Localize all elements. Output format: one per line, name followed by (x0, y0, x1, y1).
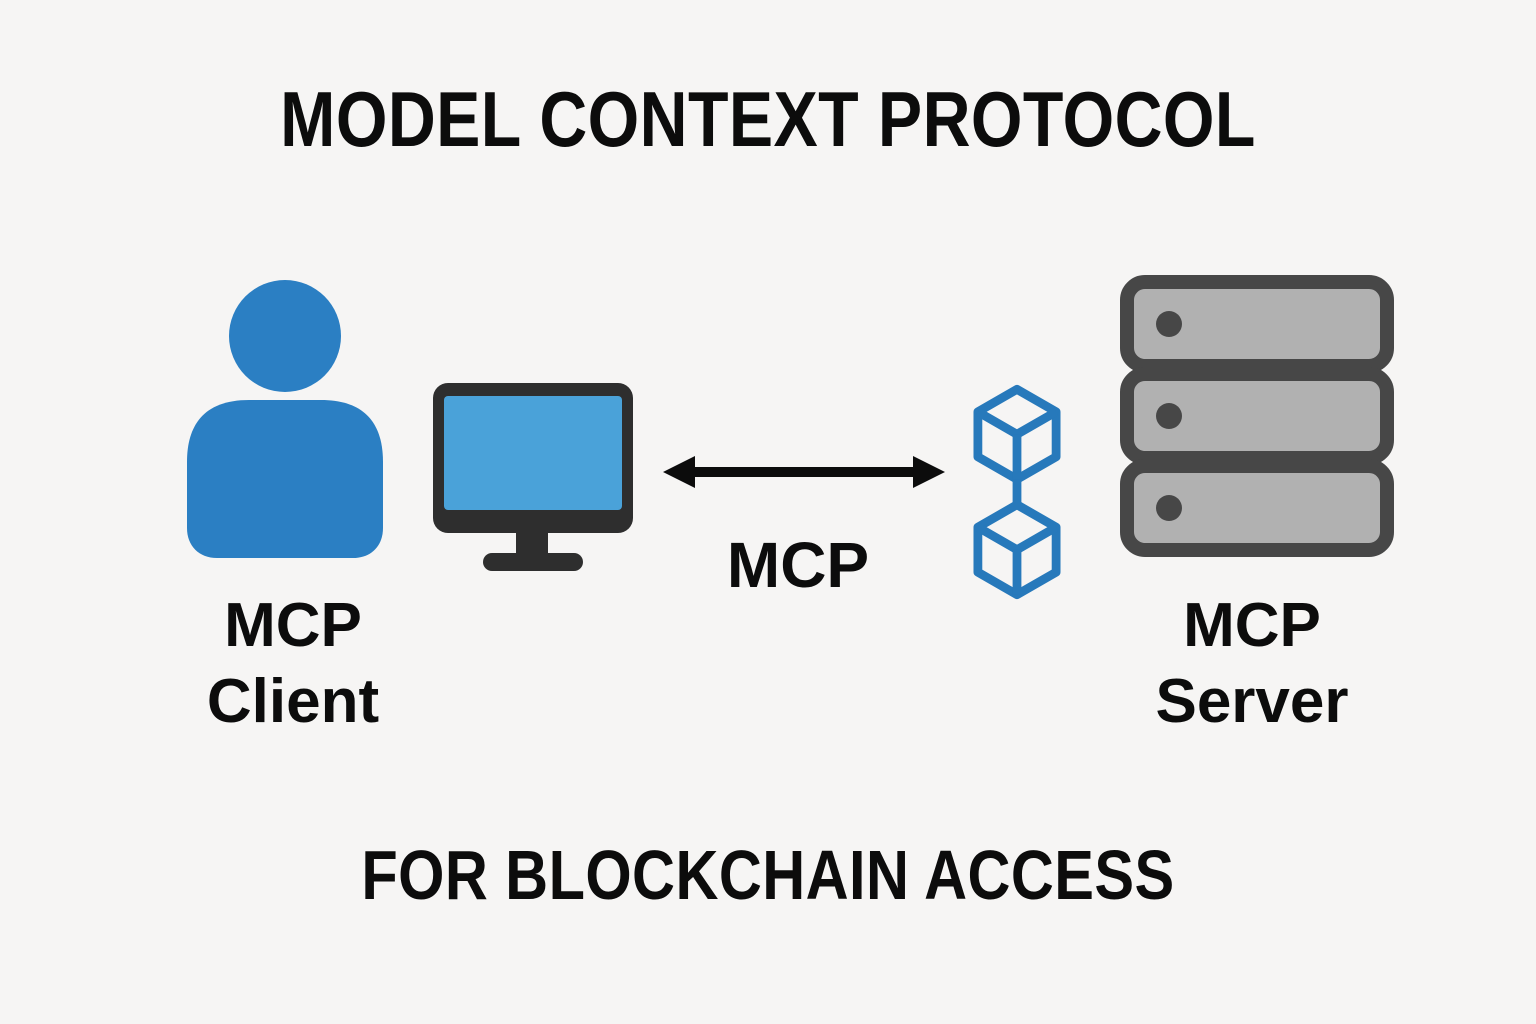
monitor-icon (433, 383, 633, 571)
server-label-line2: Server (1155, 666, 1349, 736)
client-label: MCP Client (143, 588, 443, 739)
server-label-line1: MCP (1183, 591, 1321, 660)
connection-label: MCP (726, 529, 870, 601)
diagram-title: MODEL CONTEXT PROTOCOL (280, 75, 1256, 163)
user-icon (187, 280, 383, 558)
client-label-line2: Client (206, 666, 380, 736)
double-arrow-icon (663, 456, 945, 488)
server-stack-icon (1120, 275, 1394, 557)
server-label: MCP Server (1102, 588, 1402, 739)
client-label-line1: MCP (224, 591, 362, 660)
blockchain-cubes-icon (973, 384, 1061, 600)
diagram-subtitle: FOR BLOCKCHAIN ACCESS (361, 836, 1175, 914)
